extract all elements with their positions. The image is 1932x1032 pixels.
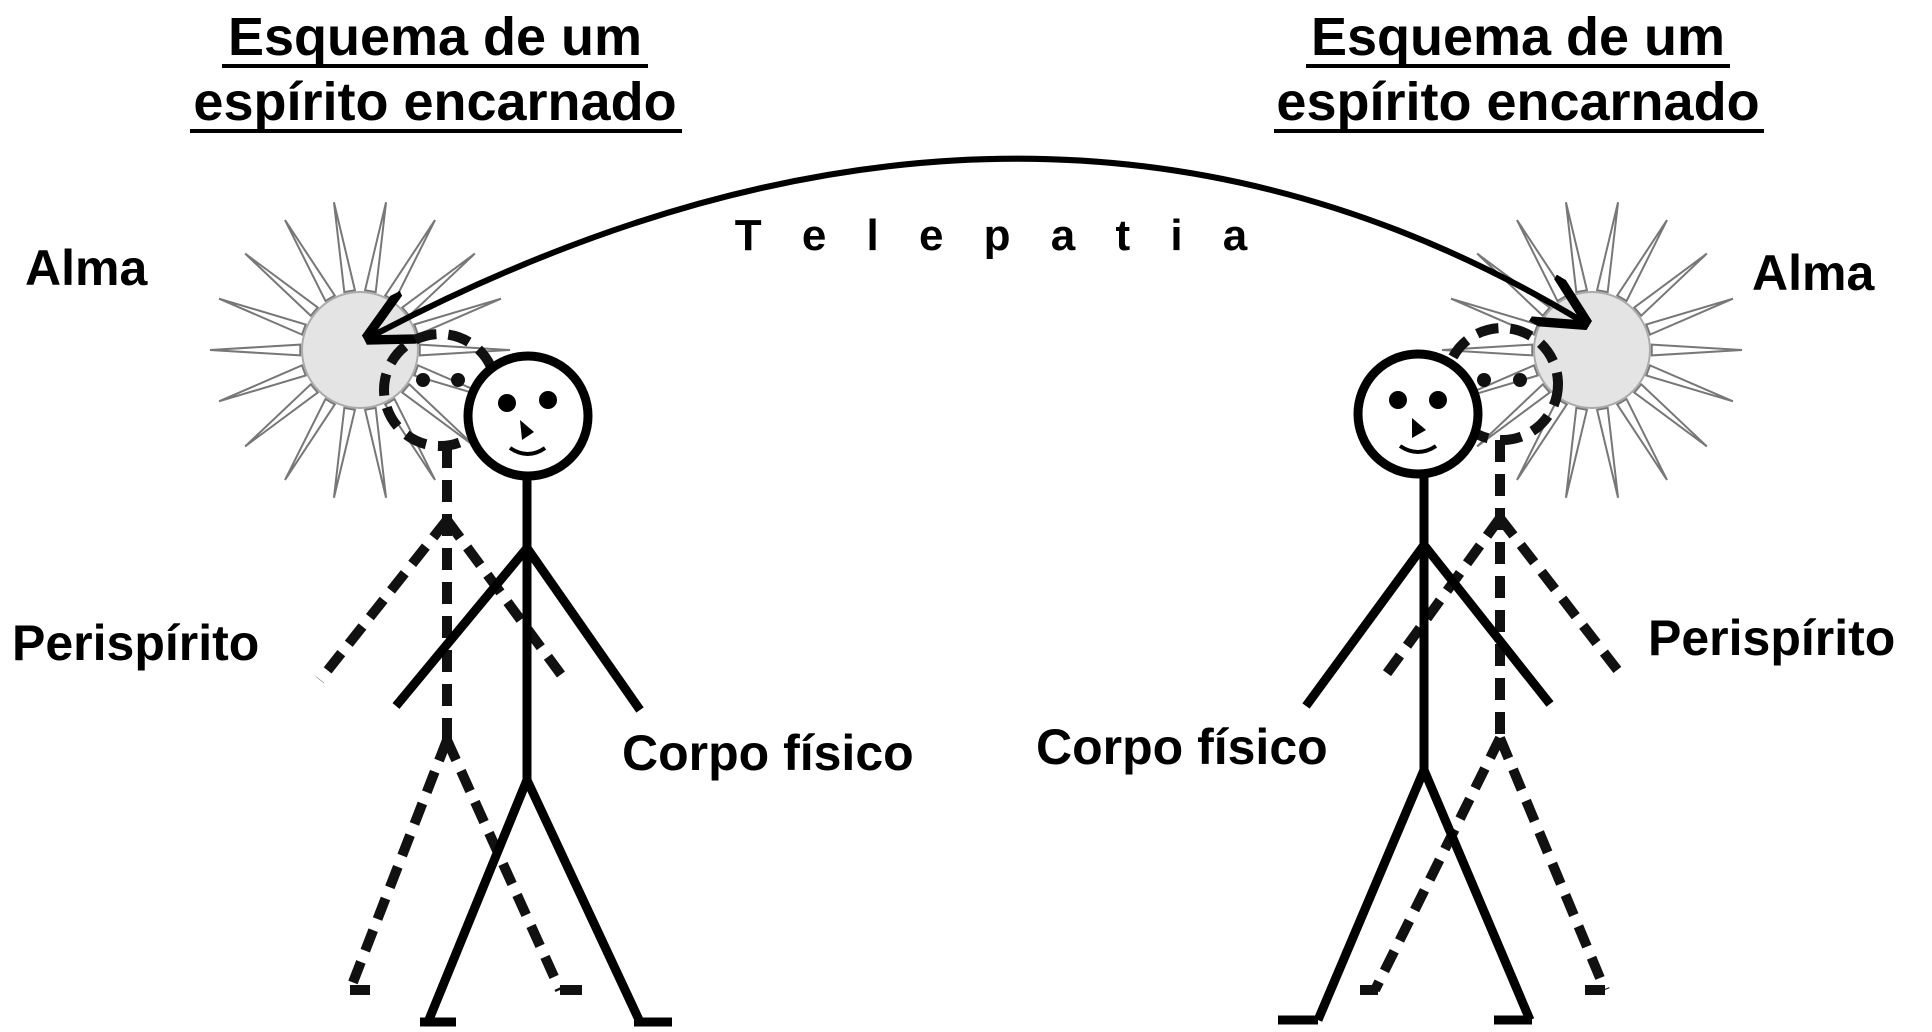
- right-soul-label: Alma: [1752, 245, 1875, 301]
- right-title: Esquema de um espírito encarnado: [1274, 7, 1764, 133]
- right-body-label: Corpo físico: [1036, 719, 1328, 775]
- soul-ray: [1645, 364, 1734, 403]
- soul-ray: [1632, 252, 1708, 318]
- soul-ray: [218, 297, 307, 336]
- soul-ray: [284, 219, 337, 303]
- soul-ray: [413, 297, 502, 336]
- soul-ray: [1650, 343, 1743, 357]
- soul-ray: [1441, 343, 1534, 357]
- telepathy-arrow: [374, 155, 1580, 335]
- soul-ray: [1564, 406, 1589, 498]
- soul-ray: [1516, 397, 1569, 481]
- soul-ray: [1632, 382, 1708, 448]
- soul-ray: [400, 382, 476, 448]
- soul-ray: [244, 252, 320, 318]
- right-title-line2: espírito encarnado: [1276, 72, 1759, 132]
- left-title: Esquema de um espírito encarnado: [190, 7, 682, 133]
- soul-ray: [1595, 406, 1620, 498]
- left-body-label: Corpo físico: [622, 725, 914, 781]
- soul-ray: [244, 382, 320, 448]
- right-body-figure: [1278, 349, 1554, 1025]
- right-soul-icon: [1441, 202, 1743, 498]
- soul-ray: [1564, 202, 1589, 294]
- soul-ray: [284, 397, 337, 481]
- soul-ray: [1595, 202, 1620, 294]
- soul-ray: [1645, 297, 1734, 336]
- left-title-line2: espírito encarnado: [193, 72, 676, 132]
- soul-ray: [332, 406, 357, 498]
- left-perispirit-label: Perispírito: [12, 615, 259, 671]
- left-soul-icon: [209, 202, 511, 498]
- soul-ray: [363, 406, 388, 498]
- left-perispirit-figure: [316, 329, 585, 995]
- right-title-line1: Esquema de um: [1311, 7, 1725, 67]
- telepathy-label: T e l e p a t i a: [735, 211, 1262, 260]
- soul-ray: [1615, 397, 1668, 481]
- soul-ray: [332, 202, 357, 294]
- right-perispirit-label: Perispírito: [1648, 610, 1895, 666]
- left-title-line1: Esquema de um: [228, 7, 642, 67]
- soul-ray: [418, 343, 511, 357]
- soul-ray: [218, 364, 307, 403]
- left-soul-label: Alma: [25, 240, 148, 296]
- soul-ray: [1615, 219, 1668, 303]
- soul-ray: [209, 343, 302, 357]
- soul-ray: [363, 202, 388, 294]
- soul-ray: [1476, 382, 1552, 448]
- left-body-figure: [392, 351, 672, 1027]
